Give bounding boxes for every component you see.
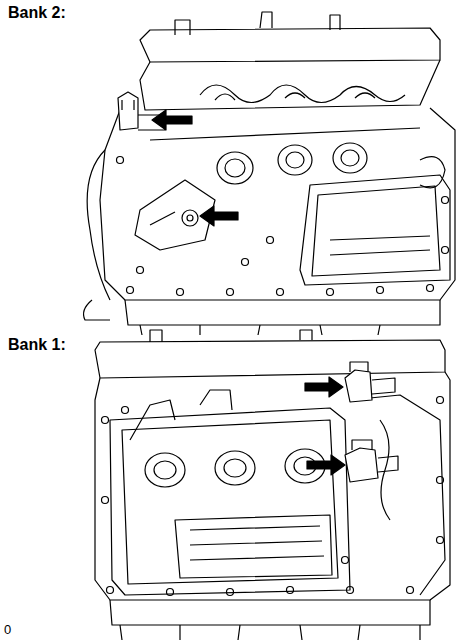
bank-label: Bank 2: — [8, 4, 66, 22]
bolt — [347, 587, 354, 594]
bolt — [267, 237, 274, 244]
bank-label: Bank 1: — [8, 336, 66, 354]
bolt — [117, 157, 124, 164]
bolt — [122, 407, 129, 414]
bolt — [137, 267, 144, 274]
bank1-engine — [95, 330, 450, 640]
bolt — [437, 397, 444, 404]
bolt — [277, 289, 284, 296]
bolt — [442, 247, 449, 254]
bolt — [342, 557, 349, 564]
bolt — [242, 259, 249, 266]
bolt — [407, 587, 414, 594]
bolt — [377, 287, 384, 294]
bolt — [327, 289, 334, 296]
bolt — [442, 197, 449, 204]
bolt — [437, 537, 444, 544]
bolt — [107, 587, 114, 594]
bolt — [427, 285, 434, 292]
bank2-engine — [84, 12, 455, 360]
bolt — [437, 477, 444, 484]
figure-code: 0 — [4, 622, 11, 637]
bolt — [127, 287, 134, 294]
bolt — [287, 587, 294, 594]
bolt — [227, 289, 234, 296]
bolt — [227, 589, 234, 596]
bolt — [102, 497, 109, 504]
bolt — [177, 289, 184, 296]
bolt — [102, 417, 109, 424]
bolt — [167, 589, 174, 596]
